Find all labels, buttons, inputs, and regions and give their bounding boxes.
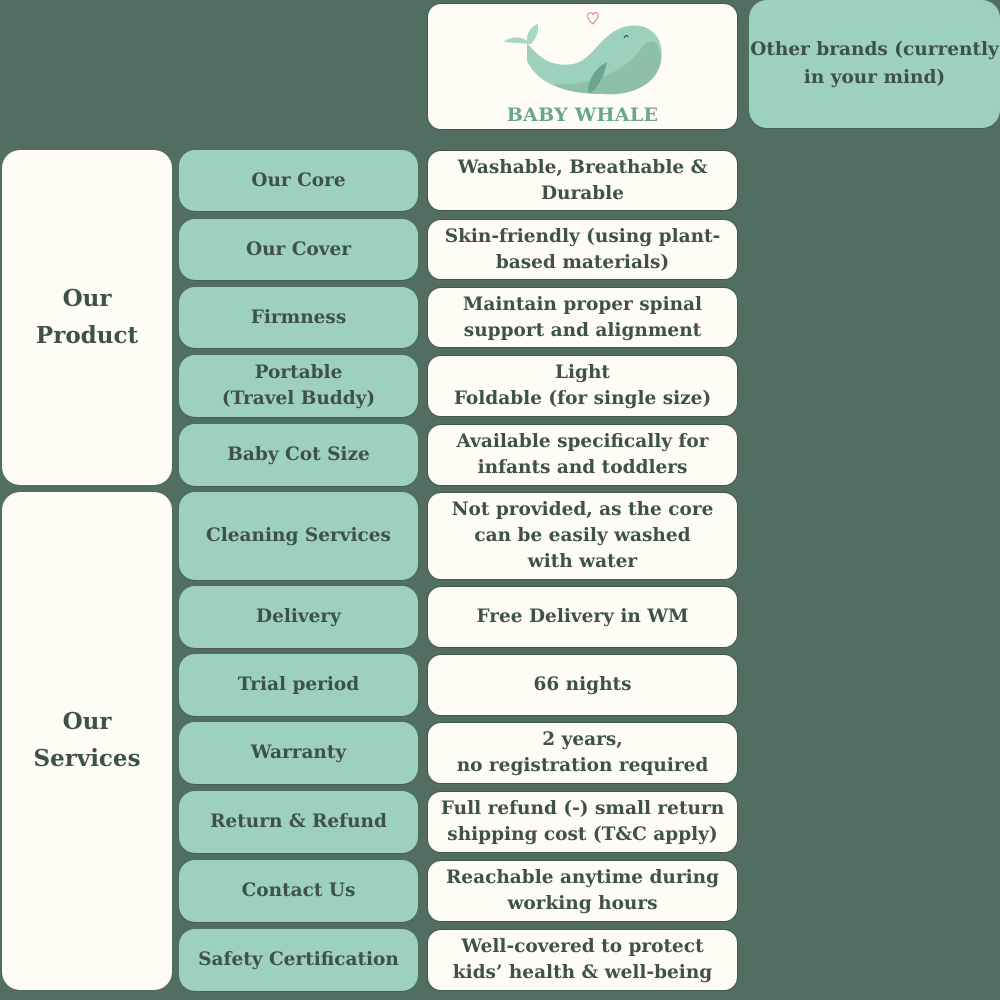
brand-logo-card: BABY WHALE <box>427 3 738 130</box>
whale-logo-icon <box>502 12 662 95</box>
heart-icon <box>586 12 599 25</box>
value-cell: Maintain proper spinal support and align… <box>427 287 738 348</box>
section-our-product: Our Product <box>2 150 172 485</box>
value-cell: Light Foldable (for single size) <box>427 355 738 417</box>
feature-cell: Our Core <box>179 150 418 211</box>
value-cell: Washable, Breathable & Durable <box>427 150 738 211</box>
feature-cell: Firmness <box>179 287 418 348</box>
section-label: Our Product <box>35 284 139 349</box>
brand-name: BABY WHALE <box>506 104 659 126</box>
feature-cell: Trial period <box>179 654 418 716</box>
feature-cell: Our Cover <box>179 219 418 280</box>
value-cell: Reachable anytime during working hours <box>427 860 738 922</box>
feature-cell: Cleaning Services <box>179 492 418 580</box>
other-brands-label: Other brands (currently in your mind) <box>750 39 999 88</box>
value-cell: 2 years, no registration required <box>427 722 738 784</box>
feature-cell: Baby Cot Size <box>179 424 418 486</box>
value-cell: Not provided, as the core can be easily … <box>427 492 738 580</box>
feature-cell: Warranty <box>179 722 418 784</box>
other-brands-header: Other brands (currently in your mind) <box>749 0 1000 128</box>
section-our-services: Our Services <box>2 492 172 990</box>
feature-cell: Safety Certification <box>179 929 418 991</box>
feature-cell: Contact Us <box>179 860 418 922</box>
feature-cell: Delivery <box>179 586 418 648</box>
feature-cell: Return & Refund <box>179 791 418 853</box>
value-cell: Well-covered to protect kids’ health & w… <box>427 929 738 991</box>
value-cell: Available specifically for infants and t… <box>427 424 738 486</box>
value-cell: Free Delivery in WM <box>427 586 738 648</box>
value-cell: Full refund (-) small return shipping co… <box>427 791 738 853</box>
section-label: Our Services <box>33 708 141 772</box>
value-cell: Skin-friendly (using plant- based materi… <box>427 219 738 280</box>
value-cell: 66 nights <box>427 654 738 716</box>
feature-cell: Portable (Travel Buddy) <box>179 355 418 417</box>
